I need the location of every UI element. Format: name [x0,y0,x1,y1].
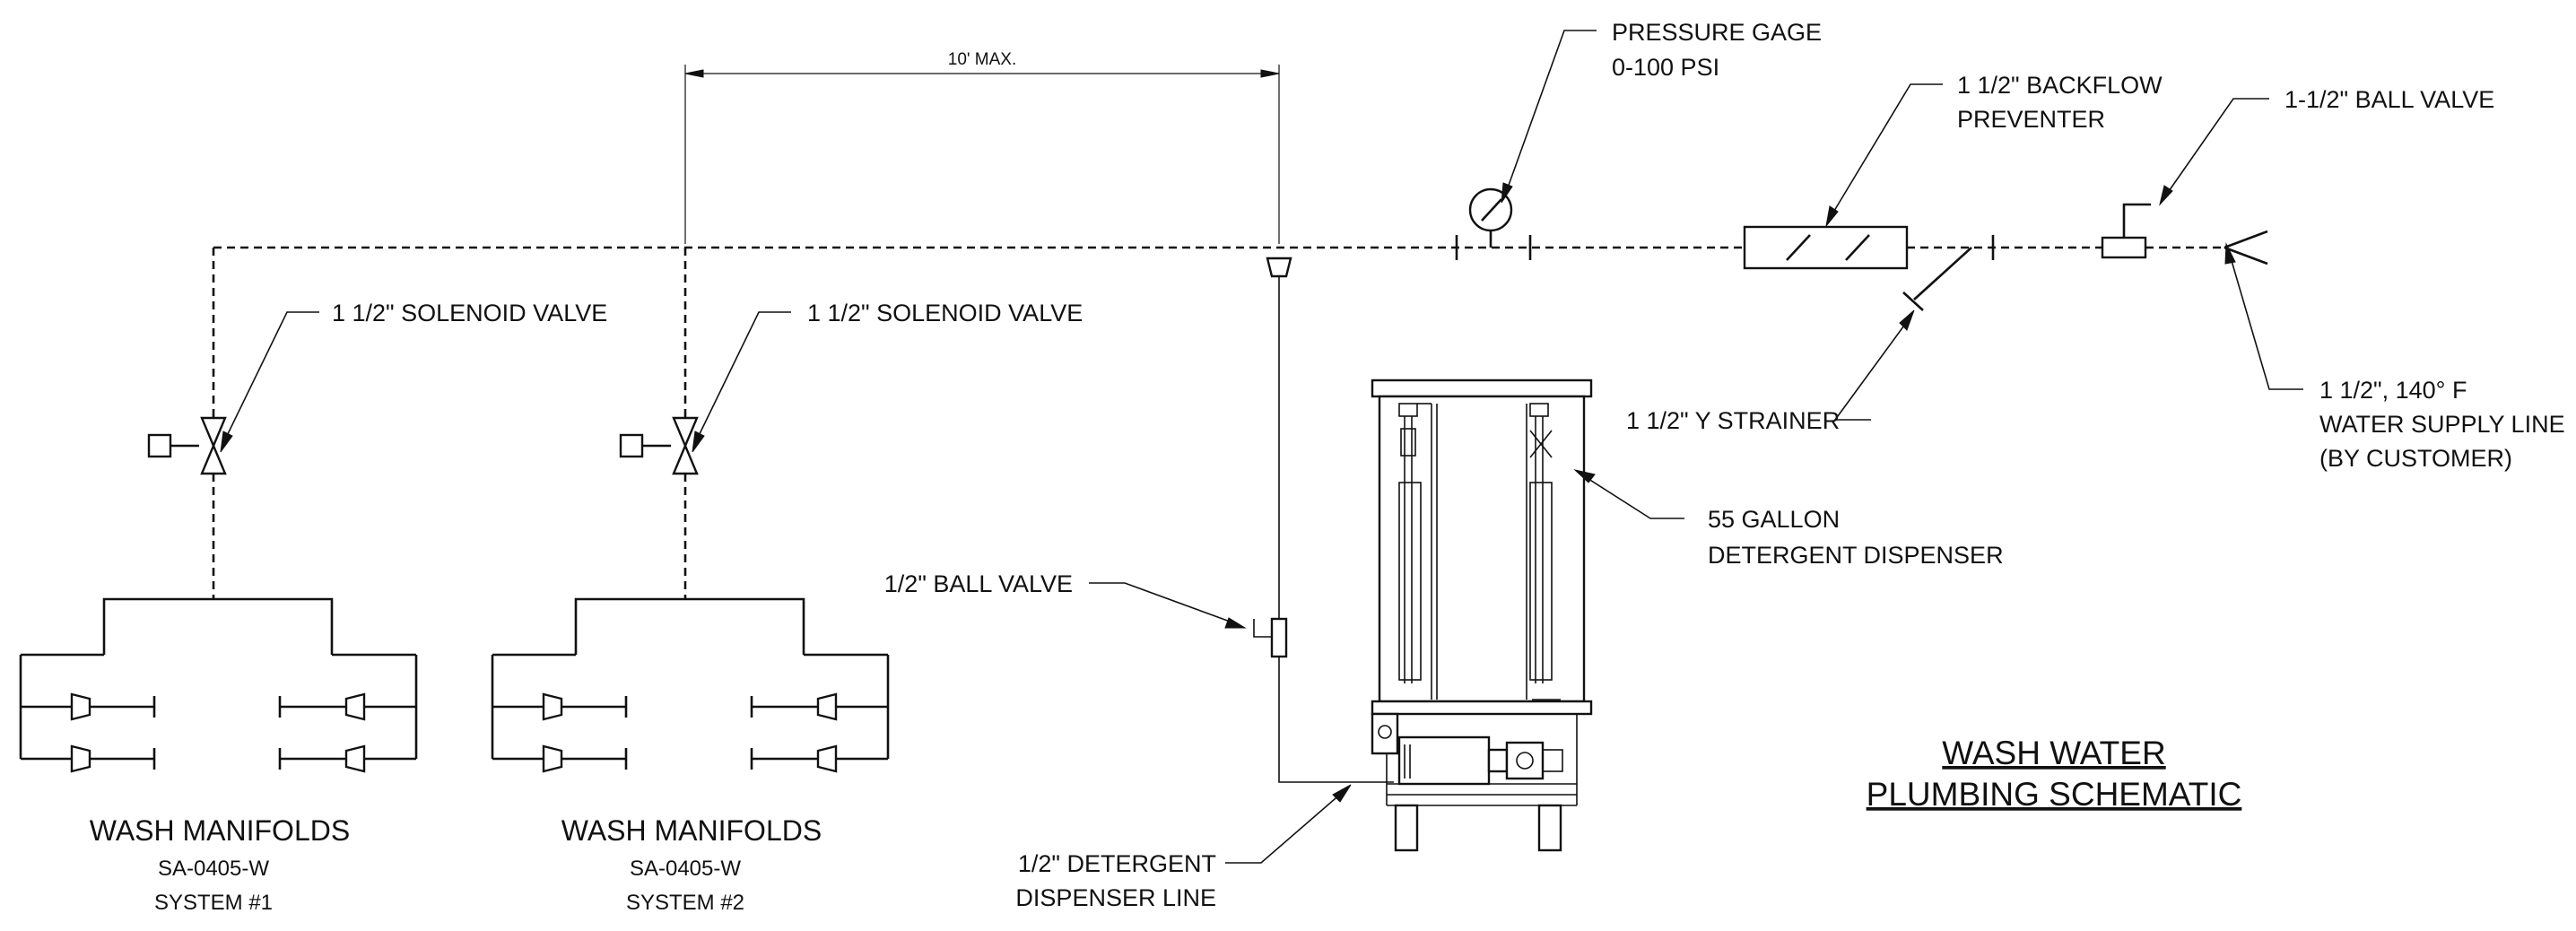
detergent-dispenser-line [1278,657,1394,783]
detergent-line-label-2: DISPENSER LINE [1015,884,1216,911]
manifold-1-part: SA-0405-W [158,857,269,881]
half-inch-ball-valve-label: 1/2" BALL VALVE [884,570,1073,597]
manifold-2-title: WASH MANIFOLDS [561,814,822,847]
solenoid-1-label: 1 1/2" SOLENOID VALVE [332,300,607,326]
supply-ball-valve-leader [2159,98,2269,206]
supply-line-leader [2224,242,2303,390]
y-strainer-icon [1902,247,1972,311]
pressure-gage-icon [1468,187,1513,248]
dimension-label: 10' MAX. [948,50,1017,69]
backflow-label-2: PREVENTER [1957,106,2105,133]
backflow-leader [1825,83,1943,227]
solenoid-valve-1-icon [147,416,227,475]
main-header-pipe [213,235,2224,260]
wash-manifold-2-icon [491,597,890,773]
dimension-10ft-max: 10' MAX. [684,50,1280,244]
manifold-2-system: SYSTEM #2 [626,891,744,915]
half-inch-ball-valve-icon [1253,617,1288,658]
detergent-line-label-1: 1/2" DETERGENT [1018,850,1216,877]
drawing-title-line-2: PLUMBING SCHEMATIC [1867,776,2242,813]
supply-line-label-2: WATER SUPPLY LINE [2319,411,2565,438]
pressure-gage-leader [1501,30,1597,204]
solenoid-valve-2-icon [619,416,699,475]
supply-line-label-3: (BY CUSTOMER) [2319,445,2512,472]
solenoid-1-leader [220,311,319,453]
backflow-preventer-icon [1743,225,1909,270]
wash-manifold-1-icon [19,597,418,773]
dispenser-label-2: DETERGENT DISPENSER [1708,542,2004,569]
backflow-label-1: 1 1/2" BACKFLOW [1957,72,2163,99]
half-inch-ball-valve-leader [1089,582,1247,629]
y-strainer-leader [1833,309,1915,421]
manifold-1-title: WASH MANIFOLDS [90,814,350,847]
y-strainer-label: 1 1/2" Y STRAINER [1626,407,1840,434]
solenoid-2-label: 1 1/2" SOLENOID VALVE [807,300,1083,326]
detergent-dispenser-unit [1371,378,1593,852]
dispenser-label-1: 55 GALLON [1708,506,1840,533]
drawing-title-line-1: WASH WATER [1942,735,2165,771]
solenoid-2-leader [692,311,791,453]
pressure-gage-label-2: 0-100 PSI [1612,54,1719,81]
detergent-injection-tee [1266,257,1292,278]
pressure-gage-label-1: PRESSURE GAGE [1612,19,1822,46]
supply-ball-valve-icon [2101,203,2151,259]
detergent-line-leader [1225,784,1352,864]
manifold-2-part: SA-0405-W [630,857,741,881]
manifold-1-system: SYSTEM #1 [154,891,273,915]
supply-line-label-1: 1 1/2", 140° F [2319,377,2467,404]
dispenser-leader [1573,469,1684,519]
supply-inlet-icon [2224,230,2268,265]
supply-ball-valve-label: 1-1/2" BALL VALVE [2284,86,2494,113]
